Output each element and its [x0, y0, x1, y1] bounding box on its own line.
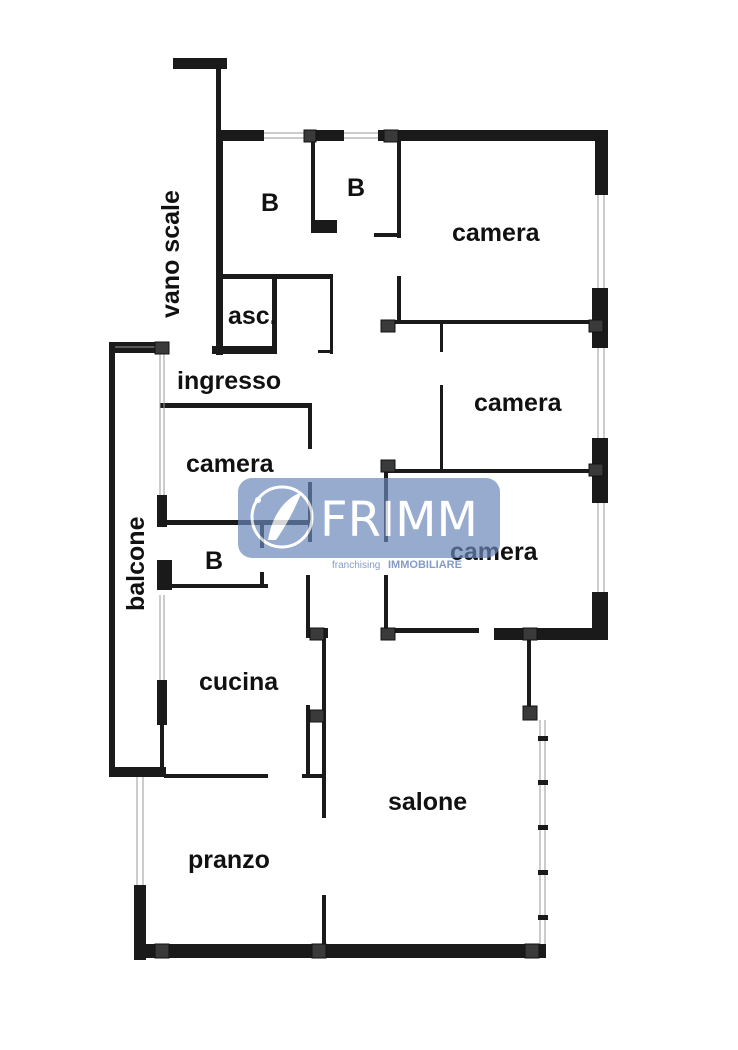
- bath-3-label: B: [205, 547, 223, 575]
- frimm-logo-icon: [250, 485, 314, 549]
- asc-label: asc.: [228, 302, 277, 330]
- balcone-label: balcone: [122, 516, 150, 611]
- frimm-brand-text: FRIMM: [320, 492, 478, 548]
- room-labels: vano scale B B camera asc. ingresso came…: [122, 174, 563, 874]
- frimm-tagline-prefix: franchising: [332, 560, 380, 571]
- camera-2-label: camera: [474, 389, 563, 417]
- camera-3-label: camera: [186, 450, 275, 478]
- bath-2-label: B: [347, 174, 365, 202]
- ingresso-label: ingresso: [177, 367, 281, 395]
- pranzo-label: pranzo: [188, 846, 270, 874]
- cucina-label: cucina: [199, 668, 279, 696]
- frimm-watermark: FRIMM franchising IMMOBILIARE: [238, 478, 500, 571]
- frimm-tagline: IMMOBILIARE: [388, 559, 462, 571]
- bath-1-label: B: [261, 189, 279, 217]
- vano-scale-label: vano scale: [157, 190, 185, 318]
- salone-label: salone: [388, 788, 467, 816]
- camera-1-label: camera: [452, 219, 541, 247]
- pillars: [154, 129, 604, 959]
